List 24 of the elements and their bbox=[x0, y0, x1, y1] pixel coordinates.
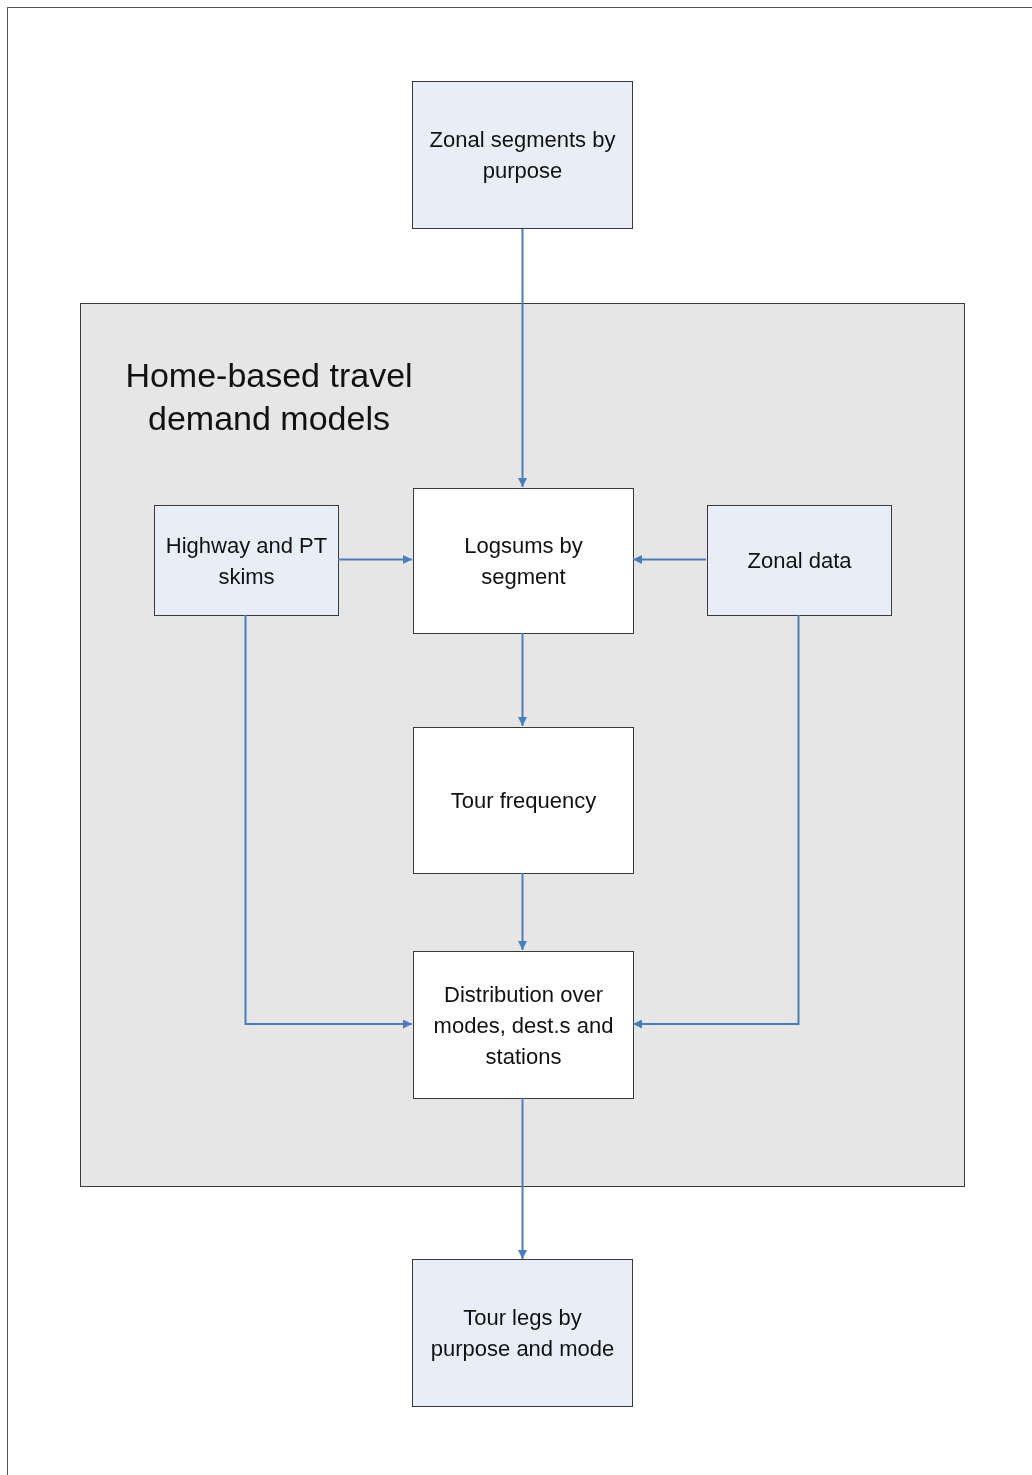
data-box bbox=[154, 505, 339, 616]
arrow bbox=[518, 872, 527, 951]
box-label: Logsums by segment bbox=[463, 532, 584, 591]
arrow bbox=[632, 555, 707, 564]
box-label: Tour legs by purpose and mode bbox=[429, 1304, 616, 1363]
arrow bbox=[518, 1097, 527, 1260]
data-box bbox=[707, 505, 892, 616]
arrow bbox=[518, 632, 527, 727]
process-box bbox=[413, 951, 634, 1099]
arrow bbox=[632, 614, 800, 1029]
box-label: Zonal segments by purpose bbox=[428, 126, 617, 185]
data-box bbox=[412, 81, 633, 229]
process-box bbox=[413, 727, 634, 874]
group-title: Home-based travel demand models bbox=[124, 355, 414, 439]
box-label: Zonal data bbox=[747, 547, 852, 575]
process-box bbox=[413, 488, 634, 634]
arrow bbox=[244, 614, 413, 1029]
box-label: Tour frequency bbox=[450, 787, 597, 815]
data-box bbox=[412, 1259, 633, 1407]
arrow bbox=[337, 555, 413, 564]
box-label: Distribution over modes, dest.s and stations bbox=[432, 980, 615, 1071]
box-label: Highway and PT skims bbox=[165, 531, 328, 591]
arrow bbox=[518, 228, 527, 488]
group-panel bbox=[80, 303, 965, 1187]
